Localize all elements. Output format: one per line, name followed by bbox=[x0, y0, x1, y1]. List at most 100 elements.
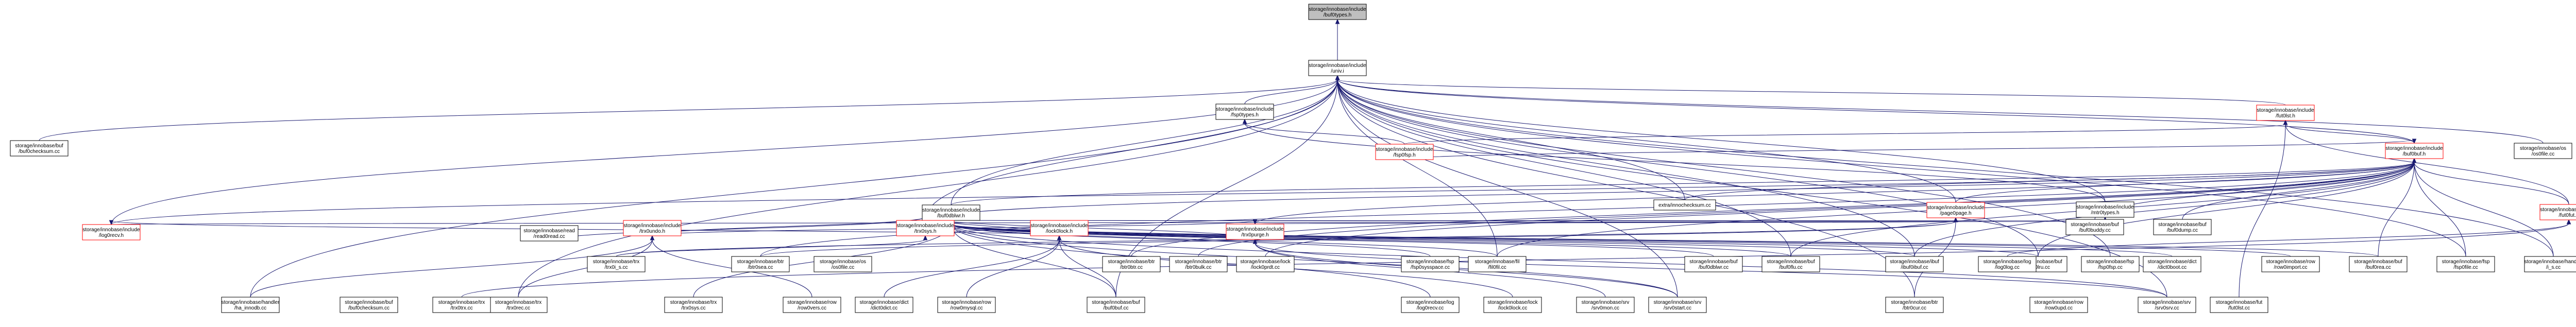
graph-node-buf0rea[interactable]: storage/innobase/buf/buf0rea.cc bbox=[2349, 256, 2408, 272]
graph-node-extra_innochecksum[interactable]: extra/innochecksum.cc bbox=[1653, 199, 1716, 211]
node-box bbox=[2514, 143, 2572, 159]
graph-node-fut0lst[interactable]: storage/innobase/include/fut0lst.h bbox=[2256, 105, 2315, 121]
node-label-line: storage/innobase/btr bbox=[1175, 259, 1222, 265]
graph-node-buf0flu[interactable]: storage/innobase/buf/buf0flu.cc bbox=[1761, 256, 1820, 272]
graph-node-trx0rec[interactable]: storage/innobase/trx/trx0rec.cc bbox=[489, 297, 548, 313]
graph-node-trx0sys_cc[interactable]: storage/innobase/trx/trx0sys.cc bbox=[664, 297, 723, 313]
graph-node-dict0dict[interactable]: storage/innobase/dict/dict0dict.cc bbox=[855, 297, 913, 313]
node-label-line: /buf0lru.cc bbox=[2026, 265, 2050, 270]
node-box bbox=[1401, 256, 1460, 272]
node-box bbox=[2385, 143, 2444, 159]
graph-node-buf0checksum[interactable]: storage/innobase/buf/buf0checksum.cc bbox=[340, 297, 398, 313]
graph-node-page0page[interactable]: storage/innobase/include/page0page.h bbox=[1926, 202, 1985, 218]
node-label-line: storage/innobase/lock bbox=[1487, 300, 1538, 305]
graph-node-univ[interactable]: storage/innobase/include/univ.i bbox=[1308, 60, 1367, 76]
graph-node-lock0lock_h[interactable]: storage/innobase/include/lock0lock.h bbox=[1030, 220, 1089, 236]
graph-node-lock0lock_cc[interactable]: storage/innobase/lock/lock0lock.cc bbox=[1483, 297, 1542, 313]
graph-node-buf0buddy[interactable]: storage/innobase/buf/buf0buddy.cc bbox=[2065, 219, 2124, 235]
dependency-edge-fut0lst_cc-to-fut0lst bbox=[2239, 119, 2288, 298]
graph-node-buf0dump[interactable]: storage/innobase/buf/buf0dump.cc bbox=[2153, 219, 2212, 235]
graph-node-read0read[interactable]: storage/innobase/read/read0read.cc bbox=[520, 225, 579, 242]
graph-node-row0vers[interactable]: storage/innobase/row/row0vers.cc bbox=[783, 297, 841, 313]
graph-node-os0file_h[interactable]: storage/innobase/os/os0file.cc bbox=[814, 256, 872, 272]
node-label-line: /buf0buf.h bbox=[2403, 151, 2426, 157]
graph-node-btr0bulk[interactable]: storage/innobase/btr/btr0bulk.cc bbox=[1169, 256, 1228, 272]
graph-node-srv0start[interactable]: storage/innobase/srv/srv0start.cc bbox=[1648, 297, 1707, 313]
graph-node-btr0sea[interactable]: storage/innobase/btr/btr0sea.cc bbox=[731, 256, 790, 272]
dependency-edge-fsp0file-to-univ bbox=[1335, 75, 2466, 257]
node-box bbox=[2210, 297, 2268, 313]
node-label-line: storage/innobase/include bbox=[1226, 227, 1284, 232]
graph-node-srv0srv[interactable]: storage/innobase/srv/srv0srv.cc bbox=[2138, 297, 2196, 313]
node-label-line: /buf0dblwr.h bbox=[937, 213, 965, 219]
graph-node-buf0dblwr[interactable]: storage/innobase/buf/buf0dblwr.cc bbox=[1684, 256, 1743, 272]
graph-node-fsp0types[interactable]: storage/innobase/include/fsp0types.h bbox=[1215, 104, 1274, 120]
graph-node-trx0i_s[interactable]: storage/innobase/trx/trx0i_s.cc bbox=[587, 256, 646, 272]
node-label-line: storage/innobase/os bbox=[2520, 146, 2566, 151]
graph-node-row0mysql[interactable]: storage/innobase/row/row0mysql.cc bbox=[937, 297, 996, 313]
node-label-line: storage/innobase/include bbox=[896, 223, 954, 229]
graph-node-lock0prdt[interactable]: storage/innobase/lock/lock0prdt.cc bbox=[1236, 256, 1295, 272]
node-label-line: storage/innobase/os bbox=[820, 259, 866, 265]
graph-node-btr0btr[interactable]: storage/innobase/btr/btr0btr.cc bbox=[1102, 256, 1161, 272]
node-label-line: storage/innobase/buf bbox=[345, 300, 393, 305]
graph-node-buf0dblwr_h[interactable]: storage/innobase/include/buf0dblwr.h bbox=[922, 204, 980, 221]
node-box bbox=[2524, 256, 2576, 272]
node-label-line: storage/innobase/include bbox=[2385, 146, 2443, 151]
node-box bbox=[1885, 297, 1944, 313]
graph-node-dict0boot[interactable]: storage/innobase/dict/dict0boot.cc bbox=[2143, 256, 2201, 272]
node-label-line: storage/innobase/include bbox=[2257, 108, 2314, 113]
node-label-line: /os0file.cc bbox=[2532, 151, 2554, 157]
node-label-line: storage/innobase/include bbox=[623, 223, 681, 229]
graph-node-fsp0sysspace[interactable]: storage/innobase/fsp/fsp0sysspace.cc bbox=[1401, 256, 1460, 272]
graph-node-fut0fut[interactable]: storage/innobase/include/fut0fut.h bbox=[2539, 204, 2576, 220]
graph-node-buf0buf_h[interactable]: storage/innobase/include/buf0buf.h bbox=[2385, 143, 2444, 159]
node-label-line: storage/innobase/log bbox=[1406, 300, 1454, 305]
dependency-edge-trx0sys-to-buf0buf_h bbox=[925, 158, 2417, 221]
node-label-line: /btr0btr.cc bbox=[1120, 265, 1143, 270]
node-label-line: /srv0srv.cc bbox=[2155, 305, 2179, 311]
node-label-line: /trx0i_s.cc bbox=[604, 265, 628, 270]
graph-nodes: storage/innobase/include/buf0types.hstor… bbox=[10, 4, 2576, 313]
graph-node-os0file[interactable]: storage/innobase/os/os0file.cc bbox=[2514, 143, 2572, 159]
graph-node-fsp0fsp[interactable]: storage/innobase/include/fsp0fsp.h bbox=[1375, 144, 1434, 160]
graph-node-row0upd[interactable]: storage/innobase/row/row0upd.cc bbox=[2029, 297, 2088, 313]
graph-node-log0recv[interactable]: storage/innobase/include/log0recv.h bbox=[82, 224, 141, 240]
graph-node-buf0checksum_cc[interactable]: storage/innobase/buf/buf0checksum.cc bbox=[10, 140, 69, 157]
node-label-line: storage/innobase/include bbox=[82, 227, 140, 233]
node-box bbox=[1215, 104, 1274, 120]
graph-node-fsp0fsp_cc[interactable]: storage/innobase/fsp/fsp0fsp.cc bbox=[2081, 256, 2140, 272]
node-box bbox=[520, 225, 579, 242]
graph-node-trx0trx[interactable]: storage/innobase/trx/trx0trx.cc bbox=[432, 297, 491, 313]
graph-node-trx0purge[interactable]: storage/innobase/include/trx0purge.h bbox=[1226, 223, 1284, 240]
node-label-line: /buf0checksum.cc bbox=[348, 305, 389, 311]
node-label-line: /buf0dblwr.cc bbox=[1699, 265, 1728, 270]
node-label-line: storage/innobase/row bbox=[2034, 300, 2083, 305]
node-label-line: storage/innobase/buf bbox=[1689, 259, 1738, 265]
graph-node-row0import[interactable]: storage/innobase/row/row0import.cc bbox=[2261, 256, 2320, 272]
node-label-line: /trx0rec.cc bbox=[506, 305, 530, 311]
node-label-line: /univ.i bbox=[1331, 68, 1344, 74]
node-label-line: storage/innobase/buf bbox=[1092, 300, 1140, 305]
node-label-line: storage/innobase/include bbox=[2076, 204, 2134, 210]
node-label-line: /srv0start.cc bbox=[1664, 305, 1691, 311]
graph-node-buf0buf_cc[interactable]: storage/innobase/buf/buf0buf.cc bbox=[1087, 297, 1145, 313]
graph-node-btr0cur[interactable]: storage/innobase/btr/btr0cur.cc bbox=[1885, 297, 1944, 313]
graph-node-fil0fil[interactable]: storage/innobase/fil/fil0fil.cc bbox=[1468, 256, 1527, 272]
graph-node-trx0undo[interactable]: storage/innobase/include/trx0undo.h bbox=[623, 220, 682, 236]
node-box bbox=[731, 256, 790, 272]
graph-node-ha_innodb[interactable]: storage/innobase/handler/ha_innodb.cc bbox=[221, 297, 280, 313]
graph-node-fsp0file[interactable]: storage/innobase/fsp/fsp0file.cc bbox=[2436, 256, 2495, 272]
graph-node-trx0sys[interactable]: storage/innobase/include/trx0sys.h bbox=[896, 220, 955, 236]
graph-node-mtr0types[interactable]: storage/innobase/include/mtr0types.h bbox=[2076, 201, 2134, 218]
graph-node-log0log[interactable]: storage/innobase/log/log0log.cc bbox=[1978, 256, 2037, 272]
node-box bbox=[2261, 256, 2320, 272]
graph-node-fut0lst_cc[interactable]: storage/innobase/fut/fut0lst.cc bbox=[2210, 297, 2268, 313]
node-box bbox=[1978, 256, 2037, 272]
graph-node-log0recv_cc[interactable]: storage/innobase/log/log0recv.cc bbox=[1401, 297, 1460, 313]
graph-node-ibuf0ibuf[interactable]: storage/innobase/ibuf/ibuf0ibuf.cc bbox=[1885, 256, 1944, 272]
node-label-line: /fil0fil.cc bbox=[1488, 265, 1506, 270]
graph-node-handler_i_s[interactable]: storage/innobase/handler/i_s.cc bbox=[2524, 256, 2576, 272]
node-label-line: storage/innobase/fsp bbox=[1406, 259, 1454, 265]
graph-node-srv0mon[interactable]: storage/innobase/srv/srv0mon.cc bbox=[1576, 297, 1635, 313]
